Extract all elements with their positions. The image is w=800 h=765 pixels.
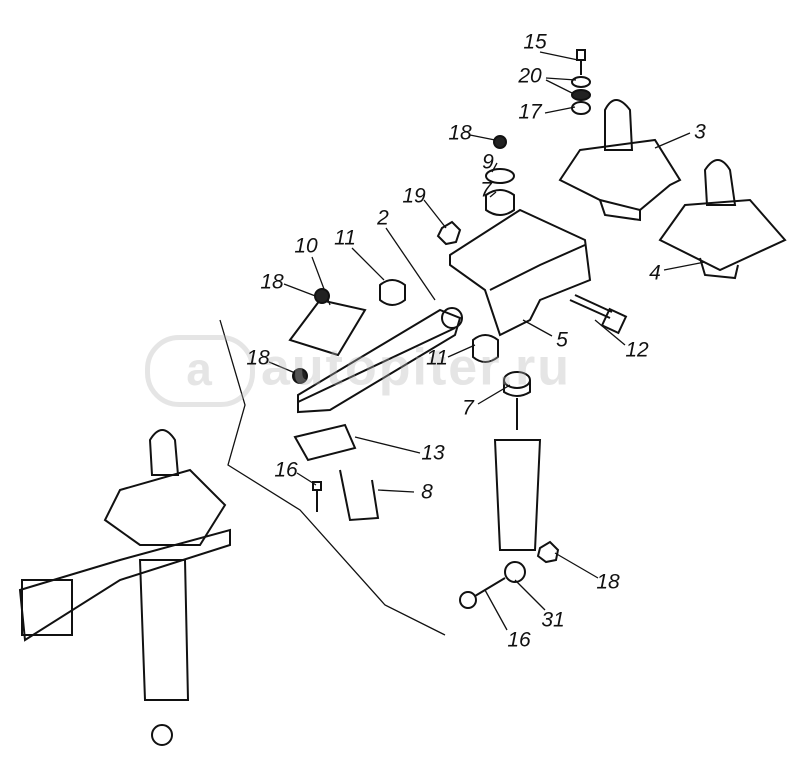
callout-3: 3 [694, 120, 706, 144]
spring-bracket-5-icon [449, 208, 592, 337]
bolt-12-icon [569, 294, 628, 335]
callout-15: 15 [523, 30, 547, 54]
nut-19-icon [436, 220, 462, 246]
callout-16: 16 [274, 458, 298, 482]
nut-18d-icon [536, 540, 560, 564]
plate-10-icon [288, 298, 367, 357]
callout-18: 18 [246, 346, 270, 370]
callout-17: 17 [518, 100, 542, 124]
towing-bracket-4-icon [658, 159, 787, 280]
towing-bracket-3-icon [558, 99, 682, 222]
callout-18: 18 [260, 270, 284, 294]
callout-5: 5 [556, 328, 568, 352]
washer-9-icon [485, 168, 515, 184]
callout-13: 13 [421, 441, 445, 465]
callout-19: 19 [402, 184, 426, 208]
shock-absorber-icon [493, 371, 542, 583]
nut-18b-icon [314, 288, 330, 304]
nut-18c-icon [292, 368, 308, 384]
bushing-7-icon [485, 189, 515, 216]
assembled-suspension-icon [18, 429, 231, 746]
callout-11: 11 [426, 346, 448, 370]
bushing-11b-icon [472, 334, 499, 363]
callout-4: 4 [649, 261, 661, 285]
plate-13-icon [293, 423, 357, 462]
bolt-16-icon [312, 481, 322, 512]
callout-10: 10 [294, 234, 318, 258]
washers-20-17-icon [571, 76, 591, 115]
callout-8: 8 [421, 480, 433, 504]
callout-7: 7 [462, 396, 474, 420]
watermark-text: autopiter.ru [261, 338, 572, 397]
watermark-logo: a [145, 335, 255, 407]
leader-lines [219, 51, 706, 636]
u-bolt-8-icon [339, 469, 380, 522]
nut-18-icon [493, 135, 507, 149]
bushing-11-icon [379, 279, 406, 306]
callout-12: 12 [625, 338, 649, 362]
callout-18: 18 [448, 121, 472, 145]
leaf-spring-2-icon [297, 307, 463, 414]
callout-18: 18 [596, 570, 620, 594]
callout-20: 20 [518, 64, 542, 88]
callout-11: 11 [334, 226, 356, 250]
callout-16: 16 [507, 628, 531, 652]
callout-9: 9 [482, 150, 494, 174]
bolt-16b-icon [459, 577, 506, 609]
bolt-15-icon [576, 49, 586, 75]
callout-31: 31 [541, 608, 565, 632]
callout-7: 7 [480, 178, 492, 202]
callout-2: 2 [377, 206, 389, 230]
